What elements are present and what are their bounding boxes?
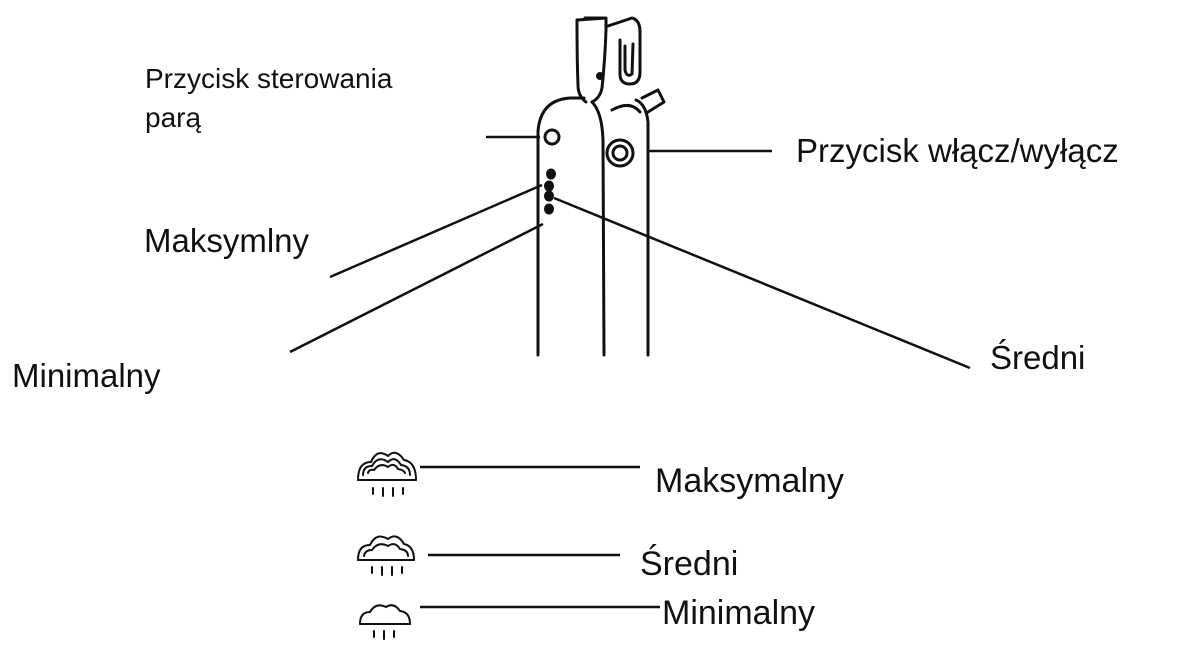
power-button[interactable] (605, 138, 635, 168)
steam-max-icon (357, 451, 417, 497)
label-mid: Średni (990, 338, 1085, 376)
legend: Maksymalny Średni (357, 451, 844, 640)
steam-mid-icon (357, 535, 415, 576)
level-dot-low (544, 190, 554, 202)
hook-clip (606, 16, 642, 86)
legend-row-min: Minimalny (359, 594, 815, 640)
label-steam-button-line2: parą (145, 102, 201, 133)
legend-label-min: Minimalny (662, 594, 815, 632)
steam-min-icon (359, 604, 411, 640)
handle-outer-left (536, 96, 586, 357)
label-max: Maksymlny (144, 222, 310, 259)
leader-mid (553, 196, 971, 370)
handle-right (634, 98, 650, 357)
legend-row-max: Maksymalny (357, 451, 844, 500)
side-knob (640, 88, 666, 114)
steamer-device (536, 16, 666, 357)
steam-control-button[interactable] (543, 128, 561, 146)
leader-min (289, 222, 544, 354)
handle-inner-rail (590, 100, 606, 357)
leader-lines (289, 135, 971, 370)
legend-label-max: Maksymalny (655, 462, 844, 500)
label-min: Minimalny (12, 357, 161, 394)
label-power-button: Przycisk włącz/wyłącz (796, 132, 1119, 169)
legend-label-mid: Średni (640, 544, 738, 583)
leader-max (329, 183, 543, 279)
legend-row-mid: Średni (357, 535, 738, 583)
device-neck (575, 16, 608, 104)
level-dot-mid (546, 168, 556, 180)
label-steam-button-line1: Przycisk sterowania (145, 63, 393, 94)
